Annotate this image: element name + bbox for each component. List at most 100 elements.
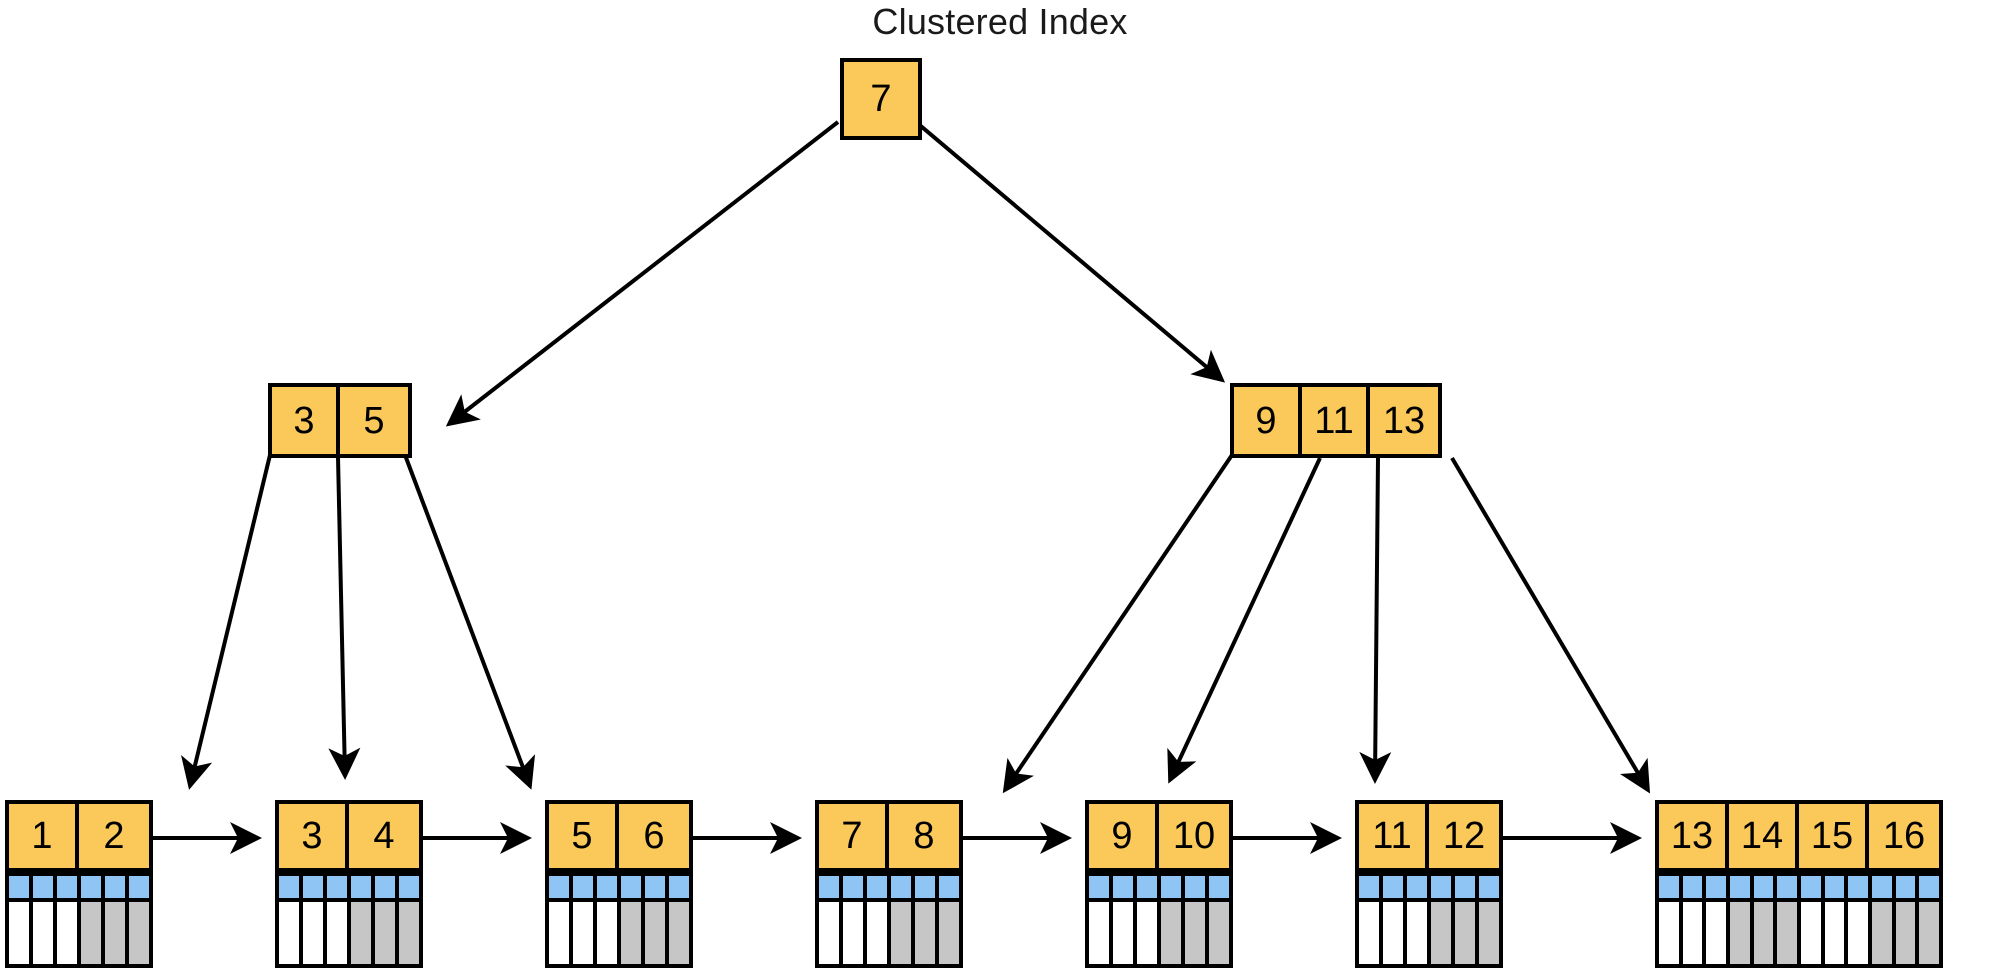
pointer-slot bbox=[597, 876, 621, 898]
pointer-slot bbox=[549, 876, 573, 898]
key-cell[interactable]: 9 bbox=[1234, 387, 1302, 454]
record-slot bbox=[1455, 902, 1479, 964]
key-cell[interactable]: 3 bbox=[279, 804, 349, 868]
record-slot bbox=[1185, 902, 1209, 964]
key-cell[interactable]: 12 bbox=[1429, 804, 1499, 868]
key-cell[interactable]: 3 bbox=[272, 387, 340, 454]
key-cell[interactable]: 16 bbox=[1869, 804, 1939, 868]
page-title: Clustered Index bbox=[872, 1, 1128, 42]
pointer-slot bbox=[1359, 876, 1383, 898]
pointer-slot bbox=[1706, 876, 1731, 898]
record-slot bbox=[399, 902, 419, 964]
record-slot bbox=[327, 902, 351, 964]
pointer-slot bbox=[81, 876, 105, 898]
record-slot bbox=[1777, 902, 1802, 964]
pointer-slot bbox=[1455, 876, 1479, 898]
key-cell[interactable]: 13 bbox=[1659, 804, 1729, 868]
pointer-slot bbox=[57, 876, 81, 898]
record-slot bbox=[1479, 902, 1499, 964]
pointer-slot bbox=[1730, 876, 1754, 898]
pointer-slot bbox=[1659, 876, 1683, 898]
pointer-slot bbox=[819, 876, 843, 898]
record-slot bbox=[1872, 902, 1896, 964]
key-cell[interactable]: 14 bbox=[1729, 804, 1799, 868]
pointer-slot bbox=[939, 876, 959, 898]
key-cell[interactable]: 10 bbox=[1159, 804, 1229, 868]
record-slot bbox=[81, 902, 105, 964]
edge-internal-left-to-leaf-1 bbox=[181, 454, 272, 790]
edge-internal-right-to-leaf-7 bbox=[1450, 456, 1651, 794]
pointer-slot bbox=[1682, 876, 1707, 898]
key-cell[interactable]: 11 bbox=[1359, 804, 1429, 868]
pointer-slot bbox=[1185, 876, 1209, 898]
key-cell[interactable]: 6 bbox=[619, 804, 689, 868]
record-slot bbox=[1137, 902, 1161, 964]
pointer-slot bbox=[375, 876, 399, 898]
edge-root-to-internal-left bbox=[445, 120, 840, 427]
record-slot bbox=[645, 902, 669, 964]
pointer-slot bbox=[1431, 876, 1455, 898]
key-cell[interactable]: 7 bbox=[819, 804, 889, 868]
key-cell[interactable]: 4 bbox=[349, 804, 419, 868]
leaf-node-7-record-row bbox=[1655, 902, 1943, 968]
record-slot bbox=[1753, 902, 1778, 964]
pointer-slot bbox=[621, 876, 645, 898]
record-slot bbox=[279, 902, 303, 964]
record-slot bbox=[1706, 902, 1731, 964]
leaf-node-3-pointer-row bbox=[545, 872, 693, 902]
record-slot bbox=[1919, 902, 1940, 964]
record-slot bbox=[105, 902, 129, 964]
key-cell[interactable]: 7 bbox=[844, 62, 918, 136]
pointer-slot bbox=[1209, 876, 1229, 898]
record-slot bbox=[9, 902, 33, 964]
pointer-slot bbox=[1872, 876, 1896, 898]
leaf-node-5-record-row bbox=[1085, 902, 1233, 968]
key-cell[interactable]: 5 bbox=[549, 804, 619, 868]
pointer-slot bbox=[1113, 876, 1137, 898]
record-slot bbox=[1161, 902, 1185, 964]
record-slot bbox=[891, 902, 915, 964]
record-slot bbox=[843, 902, 867, 964]
key-cell[interactable]: 15 bbox=[1799, 804, 1869, 868]
pointer-slot bbox=[915, 876, 939, 898]
root-node[interactable]: 7 bbox=[840, 58, 922, 140]
pointer-slot bbox=[129, 876, 149, 898]
leaf-node-6-record-row bbox=[1355, 902, 1503, 968]
record-slot bbox=[597, 902, 621, 964]
record-slot bbox=[1431, 902, 1455, 964]
edge-internal-right-to-leaf-6 bbox=[1359, 457, 1392, 784]
key-cell[interactable]: 1 bbox=[9, 804, 79, 868]
pointer-slot bbox=[1137, 876, 1161, 898]
record-slot bbox=[303, 902, 327, 964]
key-cell[interactable]: 9 bbox=[1089, 804, 1159, 868]
pointer-slot bbox=[1479, 876, 1499, 898]
record-slot bbox=[867, 902, 891, 964]
record-slot bbox=[669, 902, 689, 964]
key-cell[interactable]: 2 bbox=[79, 804, 149, 868]
pointer-slot bbox=[867, 876, 891, 898]
record-slot bbox=[57, 902, 81, 964]
record-slot bbox=[1113, 902, 1137, 964]
record-slot bbox=[1383, 902, 1407, 964]
pointer-slot bbox=[645, 876, 669, 898]
pointer-slot bbox=[1919, 876, 1940, 898]
leaf-node-1-record-row bbox=[5, 902, 153, 968]
key-cell[interactable]: 8 bbox=[889, 804, 959, 868]
pointer-slot bbox=[351, 876, 375, 898]
key-cell[interactable]: 13 bbox=[1370, 387, 1438, 454]
record-slot bbox=[1407, 902, 1431, 964]
edge-internal-left-to-leaf-3 bbox=[403, 454, 536, 790]
key-cell[interactable]: 11 bbox=[1302, 387, 1370, 454]
edge-internal-right-to-leaf-5 bbox=[1167, 457, 1322, 784]
key-cell[interactable]: 5 bbox=[340, 387, 408, 454]
